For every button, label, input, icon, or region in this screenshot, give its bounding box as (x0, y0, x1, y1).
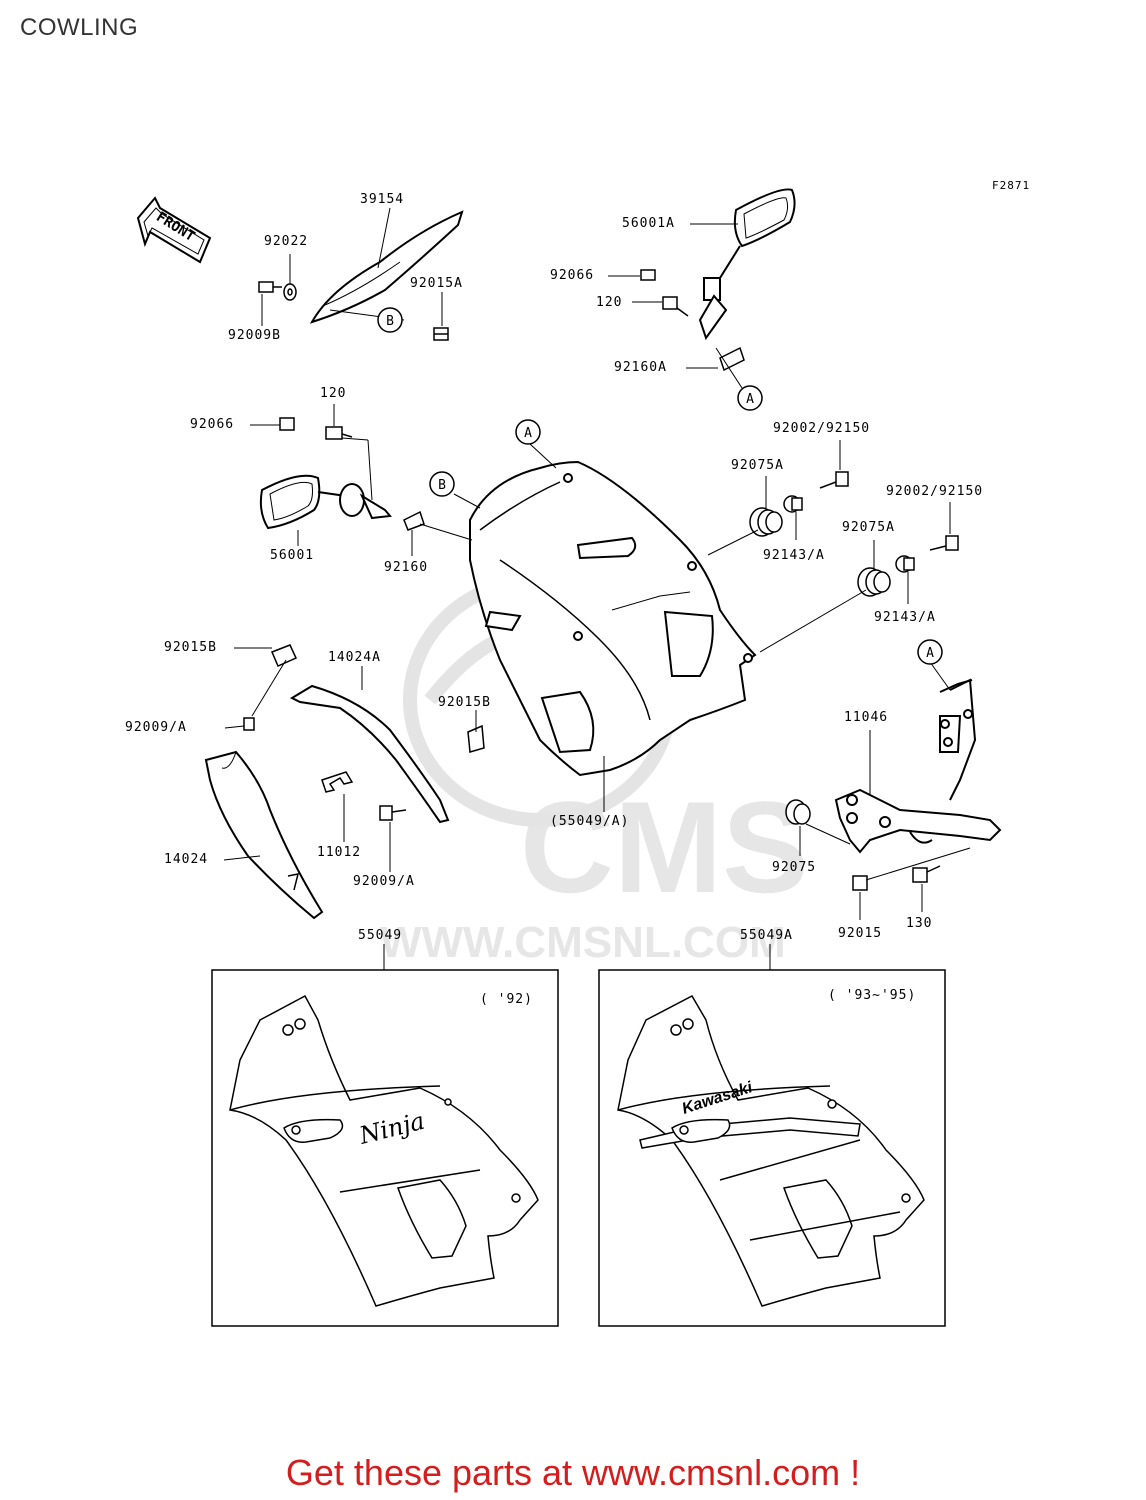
collar-92143-upper-icon (783, 495, 803, 513)
plate-92160A-icon (719, 346, 745, 372)
label-92015B-lower: 92015B (438, 695, 491, 710)
figure-code: F2871 (992, 179, 1031, 192)
part-39154-trim (309, 210, 464, 324)
upper-cowling-part (469, 460, 757, 777)
label-92002-upper: 92002/92150 (773, 421, 871, 436)
label-92160: 92160 (384, 560, 429, 575)
label-92015A: 92015A (410, 276, 463, 291)
mirror-56001A-icon (698, 188, 796, 341)
label-120-left: 120 (320, 386, 347, 401)
collar-92143-lower-icon (895, 555, 915, 573)
label-92015B-upper: 92015B (164, 640, 217, 655)
bolt-92009A-lower-icon (379, 805, 407, 821)
label-14024A: 14024A (328, 650, 381, 665)
grommet-92075-icon (785, 799, 811, 825)
inset-left-year: ( '92) (480, 992, 533, 1007)
label-39154: 39154 (360, 192, 405, 207)
ref-B-top: B (386, 314, 394, 329)
clip-92015B-lower-icon (467, 724, 485, 753)
label-55049A: 55049A (740, 928, 793, 943)
label-92075: 92075 (772, 860, 817, 875)
inset-55049A-cowl (617, 995, 925, 1307)
label-92009A-lower: 92009/A (353, 874, 415, 889)
label-92143-lower: 92143/A (874, 610, 936, 625)
label-14024: 14024 (164, 852, 209, 867)
label-92075A-upper: 92075A (731, 458, 784, 473)
mirror-56001-icon (259, 474, 392, 530)
bolt-92002-lower-icon (929, 535, 959, 551)
bolt-92002-upper-icon (819, 471, 849, 489)
label-55049: 55049 (358, 928, 403, 943)
label-92066-right: 92066 (550, 268, 595, 283)
grommet-92075A-lower-icon (857, 567, 891, 597)
nut-92015-icon (852, 875, 868, 891)
clip-11012-icon (321, 771, 354, 793)
label-56001A: 56001A (622, 216, 675, 231)
grommet-92075A-upper-icon (749, 507, 783, 537)
watermark-brand: CMS (520, 774, 809, 920)
label-130: 130 (906, 916, 933, 931)
ref-A-bracket: A (926, 646, 934, 661)
clip-92015B-upper-icon (271, 644, 297, 667)
nut-92066-right-icon (640, 269, 656, 281)
nut-92015A-icon (433, 327, 449, 341)
label-120-right: 120 (596, 295, 623, 310)
label-92015: 92015 (838, 926, 883, 941)
label-11012: 11012 (317, 845, 362, 860)
watermark-url: WWW.CMSNL.COM (380, 918, 786, 967)
bolt-130-icon (912, 865, 941, 883)
bracket-11046-part (834, 678, 1002, 854)
washer-92022-icon (283, 283, 297, 301)
front-arrow-icon (136, 196, 212, 264)
lower-panel-14024-part (204, 750, 324, 920)
bolt-120-right-icon (662, 296, 689, 317)
label-11046: 11046 (844, 710, 889, 725)
bolt-120-left-icon (325, 426, 353, 440)
label-92009A-upper: 92009/A (125, 720, 187, 735)
ref-A-cowl: A (524, 426, 532, 441)
label-92009B: 92009B (228, 328, 281, 343)
plate-92160-icon (403, 510, 425, 531)
inset-right-year: ( '93~'95) (828, 988, 917, 1003)
label-92022: 92022 (264, 234, 309, 249)
page-title: COWLING (20, 14, 139, 41)
ref-A-mirror: A (746, 392, 754, 407)
ref-circles (377, 307, 943, 665)
inner-trim-14024A-part (289, 684, 450, 824)
label-56001: 56001 (270, 548, 315, 563)
footer-cta[interactable]: Get these parts at www.cmsnl.com ! (285, 1452, 861, 1493)
label-92002-lower: 92002/92150 (886, 484, 984, 499)
label-92066-left: 92066 (190, 417, 235, 432)
ref-B-cowl: B (438, 478, 446, 493)
label-92143-upper: 92143/A (763, 548, 825, 563)
label-92160A: 92160A (614, 360, 667, 375)
label-92075A-lower: 92075A (842, 520, 895, 535)
bolt-92009A-upper-icon (243, 717, 255, 731)
inset-55049-cowl (229, 994, 539, 1307)
bolt-92009B-icon (258, 281, 282, 293)
label-55049A-paren: (55049/A) (550, 814, 630, 829)
nut-92066-left-icon (279, 417, 295, 431)
